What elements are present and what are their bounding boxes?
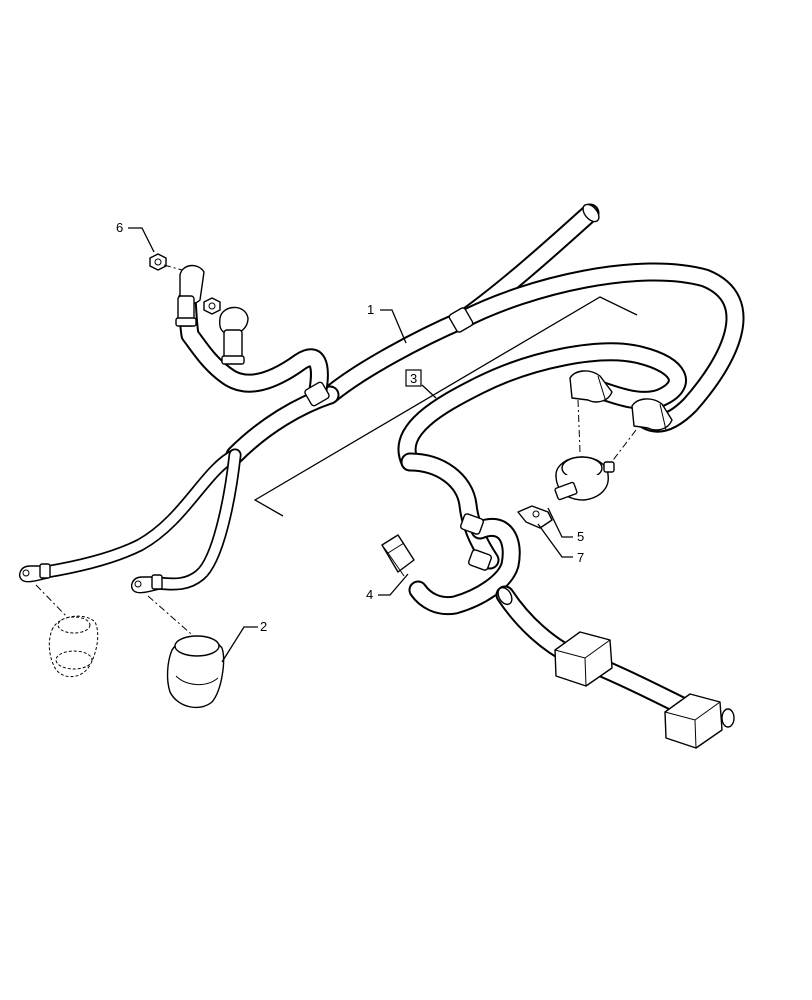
harness-end-cap bbox=[497, 586, 513, 606]
inline-connector bbox=[554, 631, 613, 687]
callout-1: 1 bbox=[367, 302, 374, 317]
pressure-switch bbox=[554, 456, 615, 501]
section-plane-outline bbox=[253, 296, 638, 517]
connector-boot bbox=[631, 398, 673, 431]
mounting-bracket bbox=[517, 505, 553, 529]
ring-terminal bbox=[18, 563, 51, 583]
harness-sleeve bbox=[460, 513, 484, 535]
callout-4: 4 bbox=[366, 587, 373, 602]
callout-7: 7 bbox=[577, 550, 584, 565]
battery-cables bbox=[39, 448, 242, 591]
callout-5: 5 bbox=[577, 529, 584, 544]
sub-wire-harness bbox=[397, 342, 700, 720]
inline-connector bbox=[664, 693, 735, 749]
connector-boot bbox=[175, 264, 205, 327]
harness-sleeve bbox=[468, 549, 492, 571]
callout-2: 2 bbox=[260, 619, 267, 634]
harness-end-cap bbox=[582, 203, 600, 223]
reference-terminal-boot bbox=[48, 615, 99, 678]
connector-plug bbox=[381, 534, 415, 577]
junction-sleeve bbox=[304, 381, 330, 407]
connector-boot bbox=[219, 306, 249, 365]
junction-sleeve bbox=[448, 307, 474, 333]
terminal-cover bbox=[166, 635, 225, 709]
callout-3-box bbox=[405, 369, 422, 387]
callout-3: 3 bbox=[410, 371, 417, 386]
callout-6: 6 bbox=[116, 220, 123, 235]
connector-boot bbox=[569, 370, 613, 403]
hex-nut bbox=[203, 297, 221, 315]
hex-nut bbox=[149, 253, 167, 271]
ring-terminal bbox=[130, 574, 163, 594]
